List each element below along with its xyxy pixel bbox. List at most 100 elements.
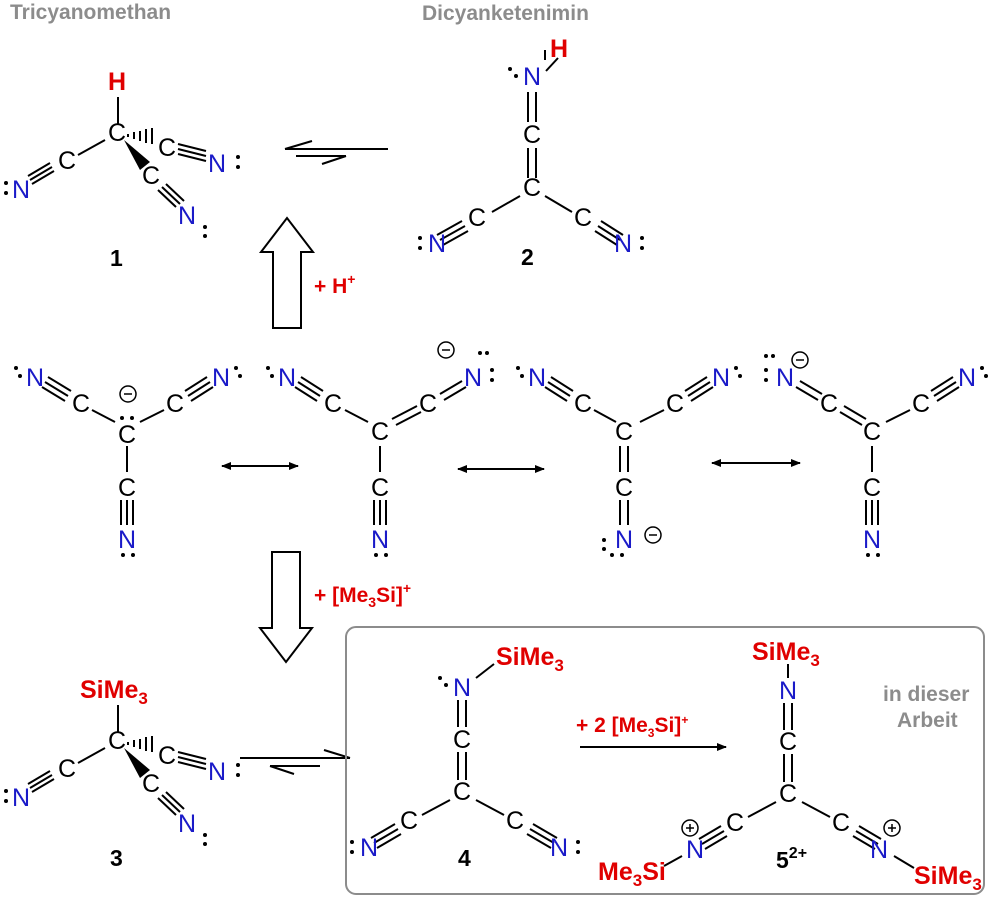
compound-2-carbon-right: C	[574, 204, 592, 232]
resonance-b-central-carbon: C	[371, 418, 389, 446]
equilibrium-arrow-1-2	[284, 140, 388, 165]
compound-1-h-atom: H	[108, 68, 126, 96]
compound-4-structure	[370, 663, 558, 849]
resonance-a-carbon-right: C	[166, 390, 184, 418]
resonance-c-carbon-left: C	[574, 390, 592, 418]
compound-5-carbon-left: C	[726, 809, 744, 837]
resonance-d-ketenimine-carbon: C	[820, 390, 838, 418]
compound-2-ketenimine-carbon: C	[523, 121, 541, 149]
compound-3-nitrogen-down: N	[178, 810, 196, 838]
double-silylation-reagent: + 2 [Me3Si]+	[576, 713, 688, 740]
compound-4-nitrogen-right: N	[550, 834, 568, 862]
compound-4-ketenimine-carbon: C	[453, 726, 471, 754]
resonance-d-nitrogen-anion: N	[776, 364, 794, 392]
compound-5-carbon-right: C	[832, 809, 850, 837]
resonance-a-carbon-down: C	[118, 474, 136, 502]
resonance-b-ketenimine-carbon: C	[419, 390, 437, 418]
compound-4-imine-nitrogen: N	[453, 674, 471, 702]
resonance-d-lone-pairs	[764, 354, 988, 557]
compound-4-central-carbon: C	[453, 778, 471, 806]
compound-5-nitrilium-right: N	[870, 836, 888, 864]
compound-1-nitrogen-down: N	[178, 202, 196, 230]
resonance-c-central-carbon: C	[615, 418, 633, 446]
compound-4-silyl-group: SiMe3	[496, 643, 564, 675]
this-work-label-line1: in dieser	[883, 683, 969, 706]
compound-5-silyl-left: Me3Si	[598, 858, 666, 890]
resonance-b-nitrogen-down: N	[371, 526, 389, 554]
compound-5-imine-nitrogen: N	[779, 677, 797, 705]
resonance-b-carbon-down: C	[371, 474, 389, 502]
compound-3-carbon-left: C	[58, 755, 76, 783]
compound-5-positive-charge-right	[883, 819, 901, 837]
compound-3-central-carbon: C	[108, 727, 126, 755]
compound-5-silyl-right: SiMe3	[914, 862, 982, 894]
compound-4-carbon-left: C	[400, 807, 418, 835]
resonance-b-carbon-left: C	[324, 390, 342, 418]
compound-2-central-carbon: C	[523, 174, 541, 202]
compound-4-number: 4	[458, 845, 471, 871]
compound-4-lone-pairs	[350, 676, 580, 854]
compound-2-h-atom: H	[550, 35, 568, 63]
compound-1-structure	[27, 97, 207, 208]
resonance-a-nitrogen-down: N	[118, 526, 136, 554]
compound-3-structure	[27, 705, 207, 816]
compound-2-structure	[436, 50, 624, 246]
compound-1-carbon-right: C	[158, 134, 176, 162]
resonance-a-carbanion: C	[118, 421, 136, 449]
compound-5-central-carbon: C	[779, 780, 797, 808]
compound-4-carbon-right: C	[506, 807, 524, 835]
compound-3-nitrogen-left: N	[12, 784, 30, 812]
compound-3-carbon-down: C	[142, 770, 160, 798]
silylation-arrow	[257, 551, 315, 664]
resonance-c-lone-pairs	[516, 366, 742, 557]
equilibrium-arrow-3-4	[240, 749, 351, 775]
compound-4-nitrogen-left: N	[360, 834, 378, 862]
compound-2-imine-nitrogen: N	[523, 63, 541, 91]
this-work-box	[345, 626, 985, 895]
compound-1-nitrogen-left: N	[12, 176, 30, 204]
resonance-b-nitrogen-anion: N	[464, 364, 482, 392]
compound-2-nitrogen-right: N	[614, 230, 632, 258]
resonance-b-structure	[294, 376, 467, 525]
resonance-b-lone-pairs	[266, 351, 494, 557]
protonation-arrow	[258, 216, 316, 329]
resonance-c-nitrogen-anion: N	[615, 526, 633, 554]
resonance-c-nitrogen-right: N	[712, 364, 730, 392]
this-work-label-line2: Arbeit	[897, 709, 958, 732]
resonance-a-structure	[41, 376, 214, 525]
compound-5-silyl-top: SiMe3	[752, 638, 820, 670]
resonance-c-ketenimine-carbon: C	[615, 474, 633, 502]
compound-1-nitrogen-right: N	[208, 150, 226, 178]
resonance-d-structure	[795, 376, 960, 525]
compound-3-number: 3	[110, 845, 123, 871]
compound-2-number: 2	[521, 244, 534, 270]
compound-2-nitrogen-left: N	[428, 230, 446, 258]
resonance-a-carbon-left: C	[72, 390, 90, 418]
compound-5-number: 52+	[776, 845, 807, 873]
resonance-a-nitrogen-left: N	[26, 364, 44, 392]
resonance-d-negative-charge	[791, 351, 809, 369]
resonance-c-structure	[544, 376, 714, 525]
compound-1-lone-pairs	[4, 155, 240, 238]
silylation-reagent: + [Me3Si]+	[314, 580, 411, 610]
compound-5-ketenimine-carbon: C	[779, 728, 797, 756]
resonance-a-nitrogen-right: N	[212, 364, 230, 392]
resonance-b-nitrogen-left: N	[278, 364, 296, 392]
compound-1-carbon-left: C	[58, 147, 76, 175]
compound-3-solid-wedge	[124, 748, 150, 778]
resonance-d-nitrogen-down: N	[863, 526, 881, 554]
compound-5-structure	[663, 664, 915, 869]
resonance-a-lone-pairs	[14, 366, 242, 557]
compound-3-nitrogen-right: N	[208, 758, 226, 786]
compound-3-silyl-group: SiMe3	[80, 676, 148, 708]
resonance-d-carbon-down: C	[863, 474, 881, 502]
compound-1-solid-wedge	[124, 140, 150, 170]
compound-1-carbon-down: C	[142, 162, 160, 190]
compound-2-lone-pairs	[418, 67, 644, 250]
header-tricyanomethane: Tricyanomethan	[10, 1, 171, 24]
resonance-c-carbon-right: C	[666, 390, 684, 418]
resonance-c-negative-charge	[644, 526, 662, 544]
resonance-d-nitrogen-right: N	[958, 364, 976, 392]
protonation-reagent: + H+	[314, 271, 355, 298]
